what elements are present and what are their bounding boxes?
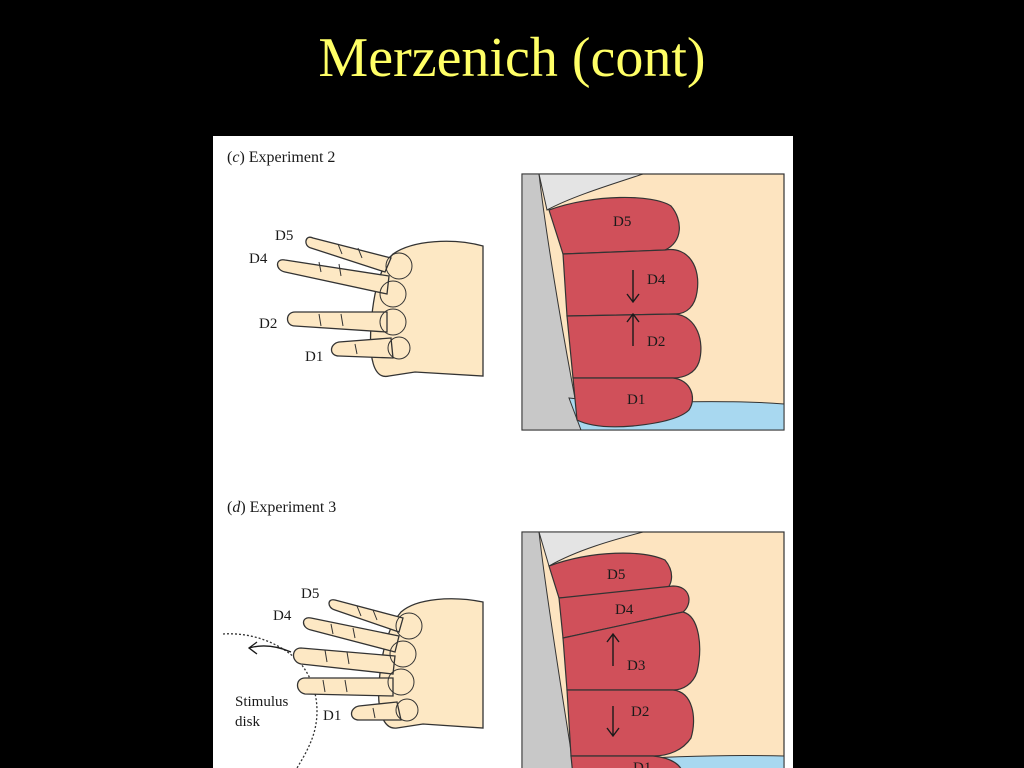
panel-d-digit-label: D5 <box>301 586 319 602</box>
slide-title: Merzenich (cont) <box>318 27 706 89</box>
panel-c: (c) Experiment 2 D5 D4 D2 D1 <box>227 149 785 431</box>
panel-d-map-label: D5 <box>607 567 625 583</box>
panel-d: (d) Experiment 3 D5 D4 D1 Stimulus disk <box>222 499 785 768</box>
panel-c-map-label: D4 <box>647 272 666 288</box>
hand-d-illustration <box>292 598 484 729</box>
figure-panel: (c) Experiment 2 D5 D4 D2 D1 <box>213 136 793 768</box>
rotation-arrow-icon <box>247 641 292 655</box>
panel-c-caption: Experiment 2 <box>249 149 336 166</box>
panel-c-letter: c <box>232 149 239 166</box>
panel-d-letter: d <box>232 499 241 516</box>
panel-d-caption: Experiment 3 <box>250 499 337 516</box>
panel-c-digit-label: D1 <box>305 349 323 365</box>
panel-d-map-label: D1 <box>633 760 651 768</box>
panel-c-map-label: D5 <box>613 214 631 230</box>
panel-d-map-label: D2 <box>631 704 649 720</box>
panel-c-map-label: D1 <box>627 392 645 408</box>
hand-c-illustration <box>276 236 484 377</box>
stimulus-label: disk <box>235 714 261 730</box>
panel-d-digit-label: D4 <box>273 608 292 624</box>
panel-d-digit-label: D1 <box>323 708 341 724</box>
stimulus-label: Stimulus <box>235 694 289 710</box>
panel-d-map-label: D4 <box>615 602 634 618</box>
panel-c-map-label: D2 <box>647 334 665 350</box>
cortex-map-c <box>521 173 785 431</box>
panel-d-map-label: D3 <box>627 658 645 674</box>
panel-c-heading: (c) Experiment 2 <box>227 149 335 166</box>
panel-c-digit-label: D2 <box>259 316 277 332</box>
panel-d-heading: (d) Experiment 3 <box>227 499 336 516</box>
panel-c-digit-label: D5 <box>275 228 293 244</box>
cortex-map-d <box>521 531 785 768</box>
panel-c-digit-label: D4 <box>249 251 268 267</box>
